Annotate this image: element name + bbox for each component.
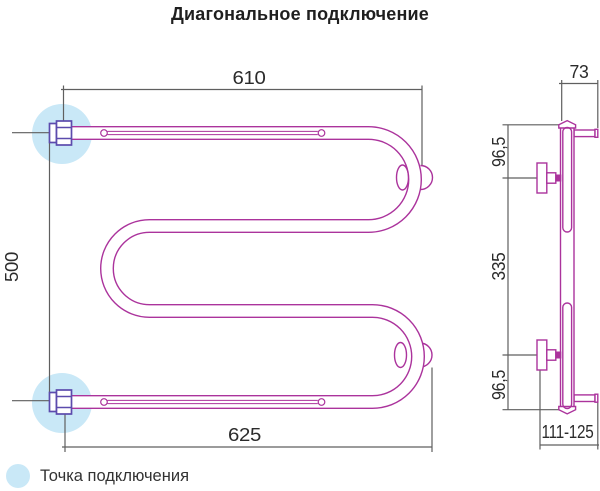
connection-point-highlights [32,104,92,433]
dim-label-610: 610 [233,68,266,88]
serpentine-pipe-front-view [68,126,434,409]
dimension-lines-side-view [502,80,599,450]
side-view [536,119,599,415]
dim-label-500: 500 [2,252,22,282]
connection-fitting-top [48,120,73,146]
pipe-outline [68,126,425,409]
wall-bracket-top [536,162,562,194]
pipe-interior [68,127,424,408]
dimension-lines-front-view [12,85,433,452]
bend-detail-lens-bottom [393,341,408,369]
bend-profile-bottom [562,302,573,410]
dim-label-96-5-top: 96,5 [489,137,509,167]
dimension-labels: 610 625 500 73 96,5 335 96,5 111-125 [2,62,594,445]
dim-label-96-5-bottom: 96,5 [489,370,509,400]
bend-profile-top [562,126,573,233]
dim-label-73: 73 [570,62,589,82]
riser-cap-bottom [558,405,577,415]
tube-seam-bottom-bar [100,398,326,406]
legend-label: Точка подключения [40,467,189,485]
connection-fitting-bottom [48,389,73,415]
wall-stub-bottom [573,393,599,403]
legend: Точка подключения [0,462,600,491]
wall-bracket-bottom [536,339,562,371]
riser-cap-top [558,119,577,129]
air-vent-plug-top [420,164,434,191]
connection-point-marker [6,464,30,488]
tube-seam-top-bar [100,129,326,137]
wall-stub-top [573,128,599,139]
dim-label-111-125: 111-125 [542,422,594,442]
dim-label-625: 625 [228,425,261,445]
dim-label-335: 335 [489,252,509,280]
diagram-title: Диагональное подключение [170,4,430,24]
